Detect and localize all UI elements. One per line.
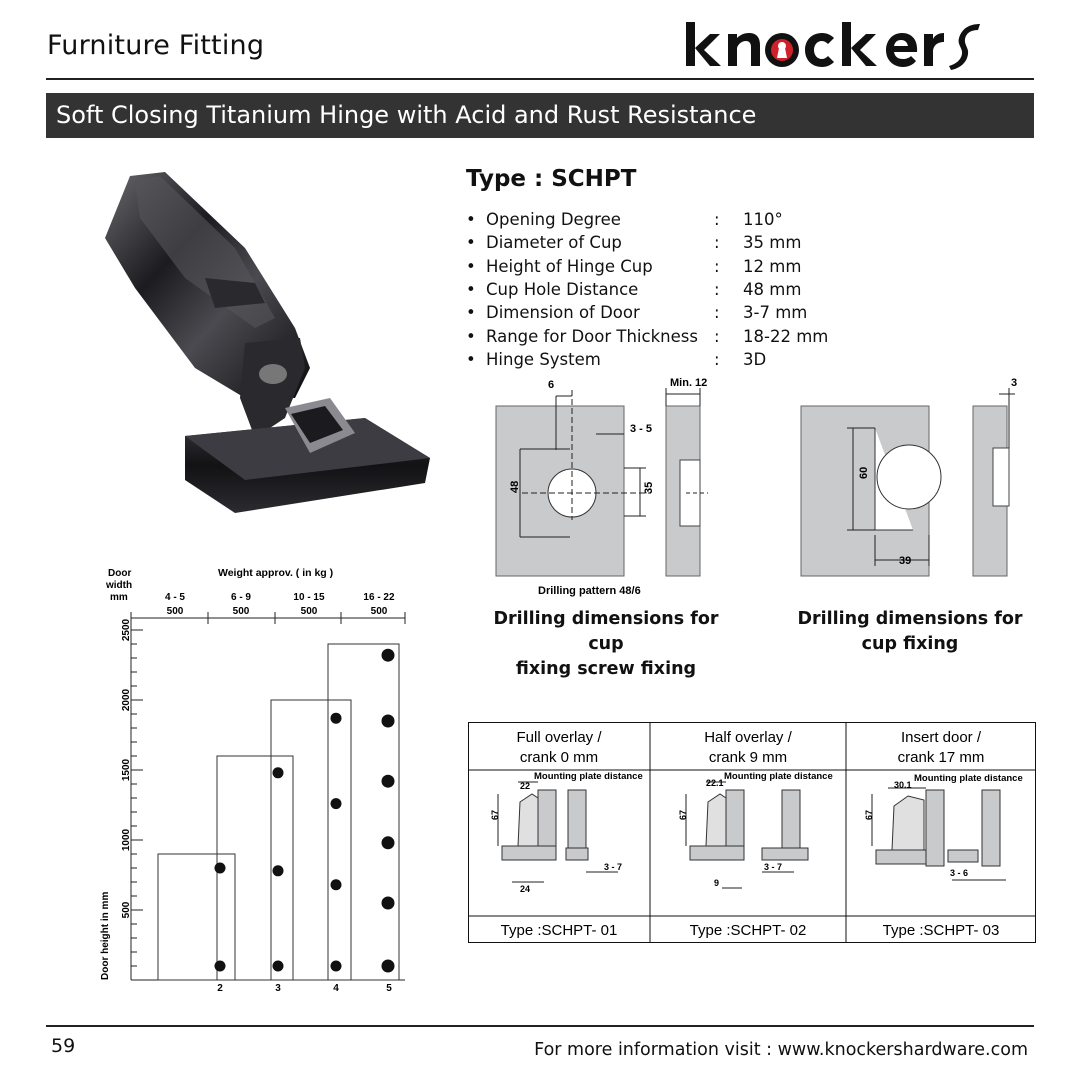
svg-text:Half overlay /: Half overlay / bbox=[704, 729, 792, 746]
chart-width-label: 500 bbox=[371, 606, 388, 617]
chart-x-label: 3 bbox=[275, 983, 281, 994]
svg-text:24: 24 bbox=[520, 884, 530, 894]
svg-text:9: 9 bbox=[714, 878, 719, 888]
chart-x-label: 4 bbox=[333, 983, 339, 994]
chart-corner-label-1: Door bbox=[108, 568, 131, 579]
footer-rule bbox=[46, 1025, 1034, 1027]
type-schpt-01: Type :SCHPT- 01 bbox=[501, 922, 618, 939]
chart-point bbox=[381, 648, 395, 662]
chart-y-tick-label: 1000 bbox=[121, 828, 132, 851]
footer-website-text: For more information visit : www.knocker… bbox=[534, 1040, 1028, 1060]
chart-point bbox=[214, 862, 226, 874]
dim-60: 60 bbox=[858, 467, 870, 479]
drilling-diagram-cup-fixing: 3 60 39 bbox=[800, 377, 1017, 577]
page-number: 59 bbox=[51, 1035, 76, 1057]
drilling-diagram-screw-fixing: 6 Min. 12 3 - 5 48 35 Drilling pattern 4… bbox=[495, 377, 708, 597]
svg-text:67: 67 bbox=[678, 810, 688, 820]
spec-row-hinge-system: •Hinge System:3D bbox=[466, 349, 767, 369]
brand-logo bbox=[686, 22, 980, 70]
spec-row-diameter-of-cup: •Diameter of Cup:35 mm bbox=[466, 233, 802, 253]
chart-range-box bbox=[157, 853, 236, 981]
chart-title: Weight approv. ( in kg ) bbox=[218, 567, 333, 579]
svg-text:crank 9 mm: crank 9 mm bbox=[709, 749, 787, 766]
chart-weight-label: 4 - 5 bbox=[165, 592, 185, 603]
chart-x-label: 5 bbox=[386, 983, 392, 994]
svg-text:67: 67 bbox=[864, 810, 874, 820]
chart-y-tick-label: 500 bbox=[121, 901, 132, 918]
chart-range-box bbox=[327, 643, 400, 981]
chart-y-tick-label: 2500 bbox=[121, 618, 132, 641]
mount-column-half-overlay: Half overlay / crank 9 mm Mounting plate… bbox=[678, 729, 833, 939]
chart-y-label: Door height in mm bbox=[100, 892, 111, 980]
chart-point bbox=[381, 836, 395, 850]
chart-point bbox=[381, 774, 395, 788]
drilling-pattern-label: Drilling pattern 48/6 bbox=[538, 585, 641, 597]
svg-text:3 - 7: 3 - 7 bbox=[604, 862, 622, 872]
svg-text:Full overlay /: Full overlay / bbox=[516, 729, 602, 746]
type-schpt-02: Type :SCHPT- 02 bbox=[690, 922, 807, 939]
dim-35: 35 bbox=[643, 482, 655, 494]
chart-point bbox=[272, 960, 284, 972]
hinge-product-image bbox=[105, 172, 430, 513]
dim-6: 6 bbox=[548, 379, 554, 391]
product-title-bar: Soft Closing Titanium Hinge with Acid an… bbox=[46, 93, 1034, 138]
chart-point bbox=[381, 714, 395, 728]
chart-point bbox=[330, 879, 342, 891]
svg-text:Mounting plate distance: Mounting plate distance bbox=[534, 771, 643, 782]
dim-min-12: Min. 12 bbox=[670, 377, 707, 389]
chart-point bbox=[272, 767, 284, 779]
svg-text:30.1: 30.1 bbox=[894, 780, 912, 790]
section-title: Furniture Fitting bbox=[47, 30, 265, 61]
caption-cup-fixing: Drilling dimensions for cup fixing bbox=[797, 609, 1023, 654]
chart-corner-label-2: width bbox=[105, 580, 132, 591]
door-height-chart: Door width mm Weight approv. ( in kg ) D… bbox=[100, 567, 406, 994]
dim-3: 3 bbox=[1011, 377, 1017, 389]
svg-text:Mounting plate distance: Mounting plate distance bbox=[914, 773, 1023, 784]
chart-width-label: 500 bbox=[301, 606, 318, 617]
spec-row-height-of-hinge-cup: •Height of Hinge Cup:12 mm bbox=[466, 256, 802, 276]
chart-point bbox=[330, 960, 342, 972]
spec-row-dimension-of-door: •Dimension of Door:3-7 mm bbox=[466, 303, 808, 323]
dim-3-5: 3 - 5 bbox=[630, 423, 652, 435]
chart-y-tick-label: 2000 bbox=[121, 688, 132, 711]
chart-point bbox=[330, 798, 342, 810]
chart-weight-label: 6 - 9 bbox=[231, 592, 251, 603]
svg-text:Mounting plate distance: Mounting plate distance bbox=[724, 771, 833, 782]
spec-list: •Opening Degree:110° •Diameter of Cup:35… bbox=[466, 208, 906, 371]
spec-row-opening-degree: •Opening Degree:110° bbox=[466, 210, 783, 230]
mounting-table-graphic: Full overlay / crank 0 mm Mounting plate… bbox=[468, 722, 1036, 943]
svg-text:Insert door /: Insert door / bbox=[901, 729, 982, 746]
chart-y-tick-label: 1500 bbox=[121, 758, 132, 781]
svg-text:3 - 6: 3 - 6 bbox=[950, 868, 968, 878]
svg-text:crank 0 mm: crank 0 mm bbox=[520, 749, 598, 766]
caption-screw-fixing: Drilling dimensions for cup fixing screw… bbox=[493, 609, 719, 679]
chart-point bbox=[272, 865, 284, 877]
mounting-table: Full overlay / crank 0 mm Mounting plate… bbox=[468, 722, 1036, 943]
chart-width-label: 500 bbox=[167, 606, 184, 617]
dim-39: 39 bbox=[899, 555, 911, 567]
chart-corner-label-3: mm bbox=[110, 592, 128, 603]
chart-x-label: 2 bbox=[217, 983, 223, 994]
chart-width-label: 500 bbox=[233, 606, 250, 617]
chart-weight-label: 10 - 15 bbox=[293, 592, 325, 603]
chart-weight-label: 16 - 22 bbox=[363, 592, 395, 603]
svg-text:3 - 7: 3 - 7 bbox=[764, 862, 782, 872]
chart-point bbox=[381, 896, 395, 910]
svg-text:67: 67 bbox=[490, 810, 500, 820]
chart-range-box bbox=[270, 699, 352, 981]
mount-column-insert-door: Insert door / crank 17 mm Mounting plate… bbox=[864, 729, 1023, 939]
svg-text:crank 17 mm: crank 17 mm bbox=[898, 749, 985, 766]
spec-row-cup-hole-distance: •Cup Hole Distance:48 mm bbox=[466, 280, 802, 300]
svg-text:22: 22 bbox=[520, 781, 530, 791]
chart-point bbox=[330, 712, 342, 724]
dim-48: 48 bbox=[509, 481, 521, 493]
chart-point bbox=[214, 960, 226, 972]
mount-column-full-overlay: Full overlay / crank 0 mm Mounting plate… bbox=[490, 729, 643, 939]
type-schpt-03: Type :SCHPT- 03 bbox=[883, 922, 1000, 939]
svg-text:22.1: 22.1 bbox=[706, 778, 724, 788]
chart-point bbox=[381, 959, 395, 973]
product-type-title: Type : SCHPT bbox=[466, 166, 637, 192]
spec-row-door-thickness: •Range for Door Thickness:18-22 mm bbox=[466, 326, 829, 346]
header-rule bbox=[46, 78, 1034, 80]
